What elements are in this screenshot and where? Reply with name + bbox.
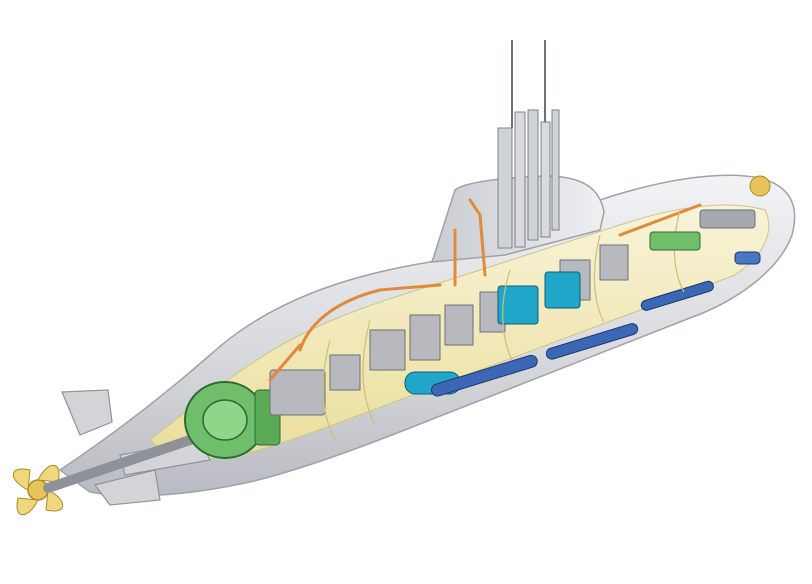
orange-piping [268, 198, 702, 382]
masts [497, 40, 560, 249]
propeller [12, 464, 64, 516]
blue-tanks [430, 251, 761, 397]
stern-control-surfaces [61, 389, 211, 506]
bulkhead-frames [322, 209, 685, 441]
electric-motor [184, 381, 281, 459]
bow-components [649, 175, 771, 251]
propeller-shaft [43, 435, 195, 493]
